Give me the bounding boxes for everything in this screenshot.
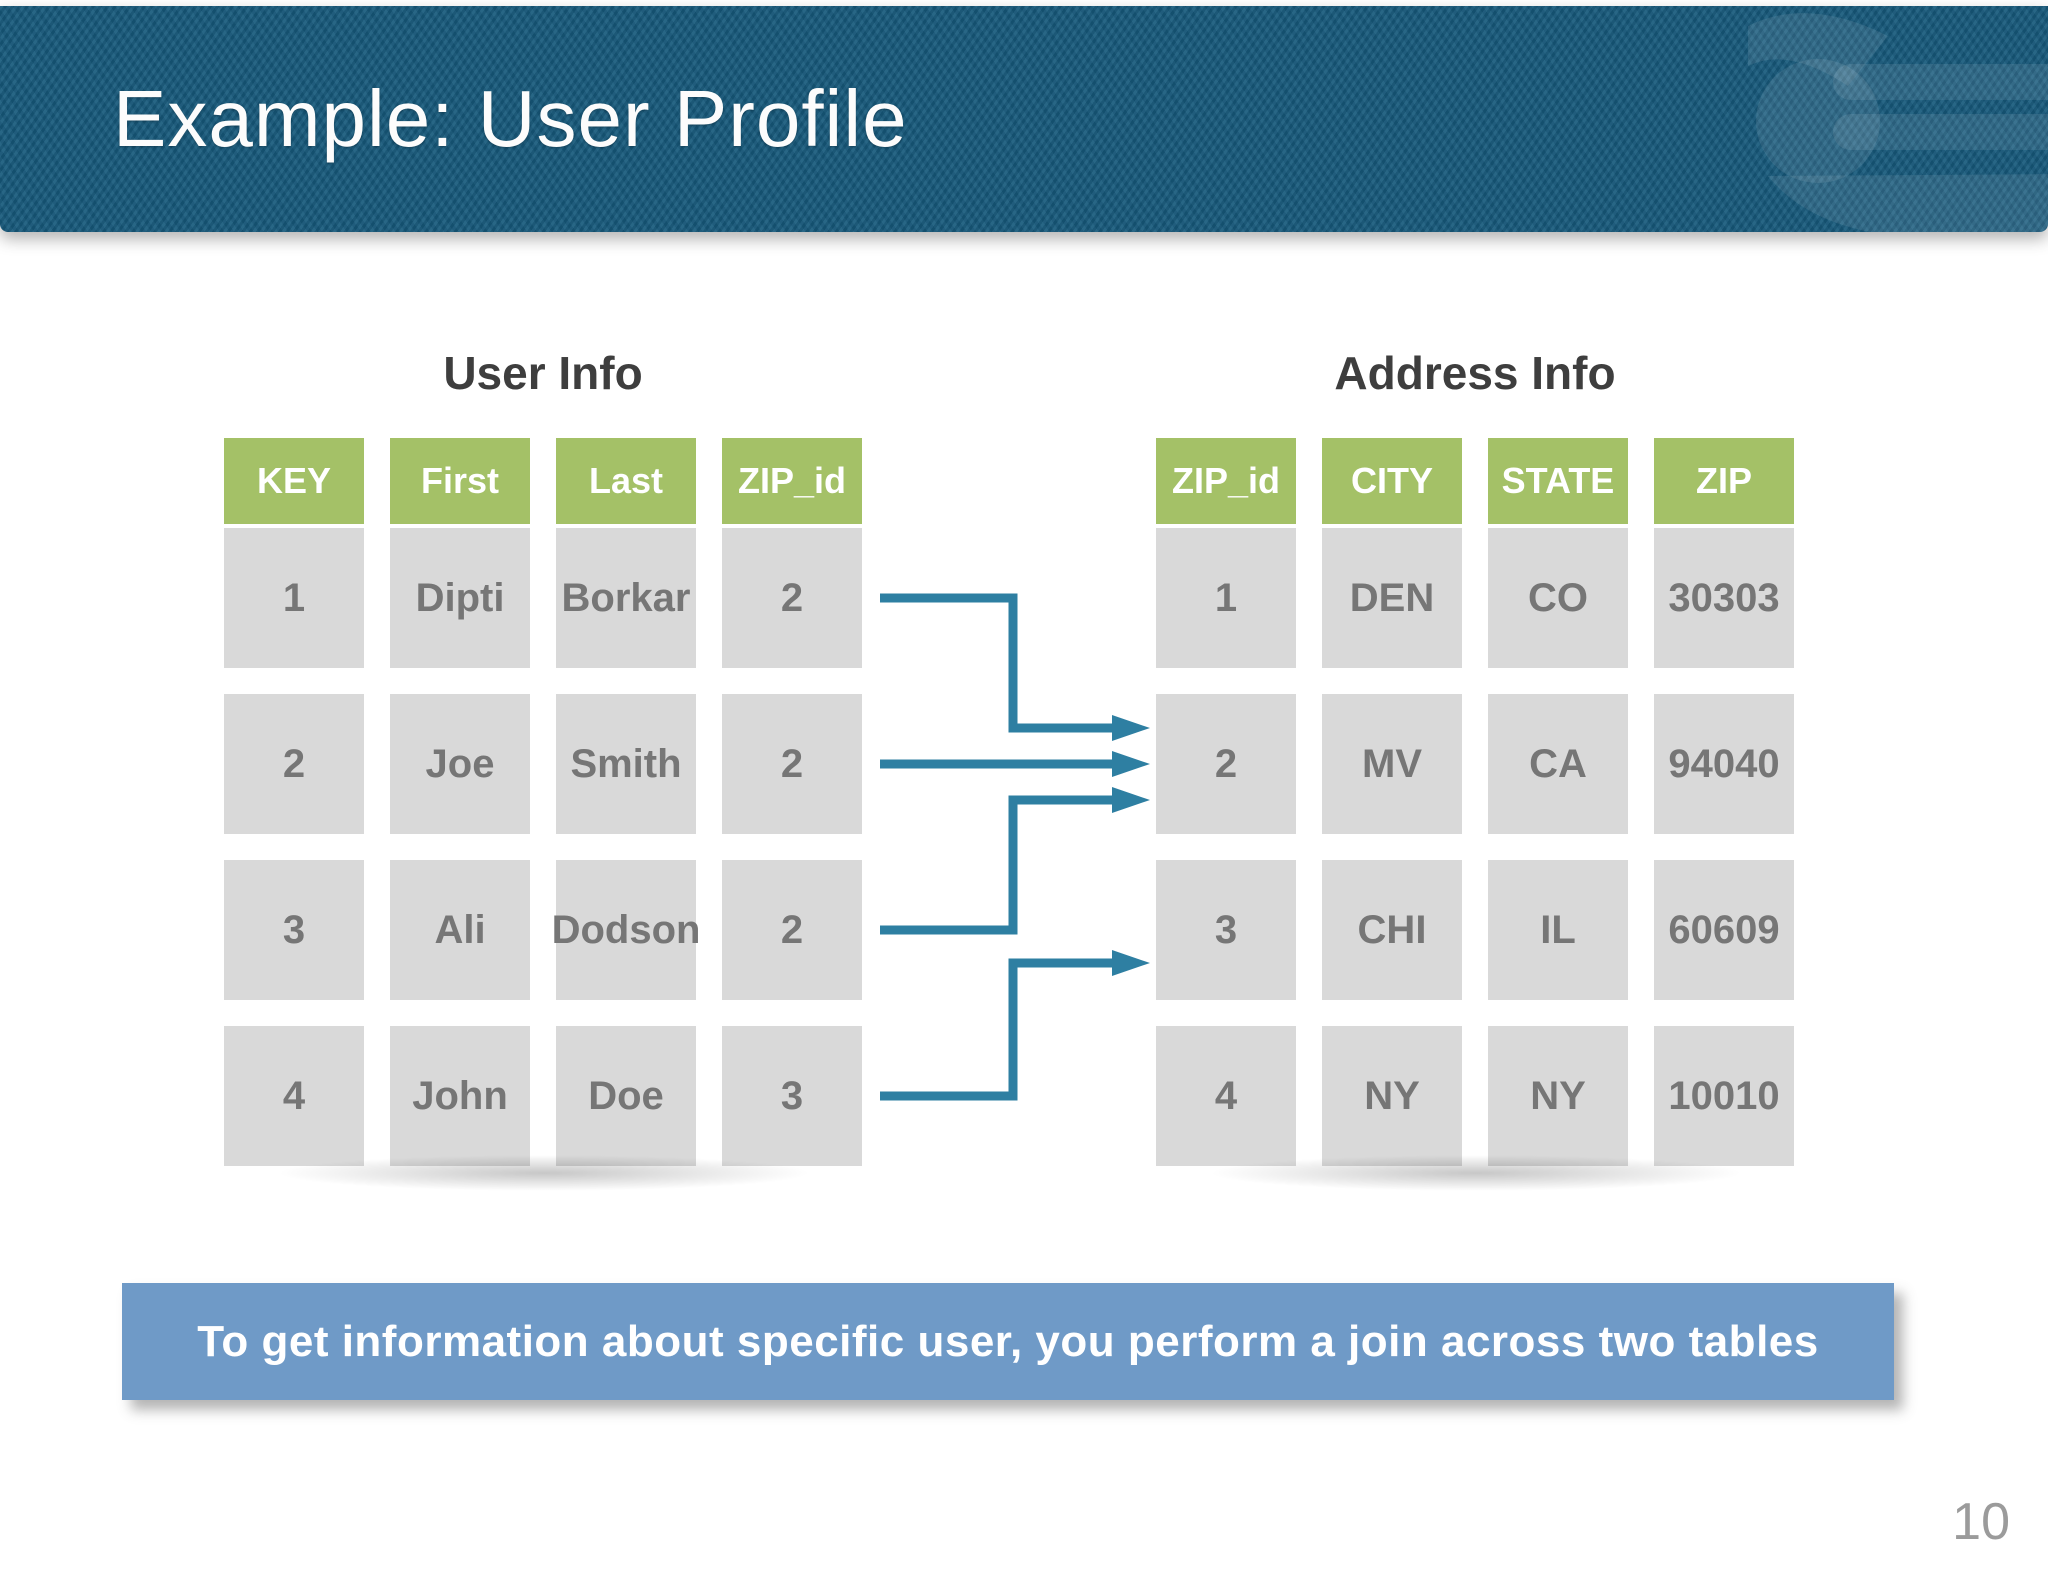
join-arrow — [880, 593, 1150, 741]
arrowhead-icon — [1112, 715, 1150, 741]
table-cell: MV — [1322, 694, 1462, 834]
join-arrow — [880, 751, 1150, 777]
table-cell: 3 — [1156, 860, 1296, 1000]
address-table-title: Address Info — [1334, 347, 1616, 399]
table-cell: 1 — [224, 528, 364, 668]
table-cell: 3 — [224, 860, 364, 1000]
join-arrow — [880, 787, 1150, 935]
table-cell: 2 — [722, 860, 862, 1000]
table-cell: NY — [1322, 1026, 1462, 1166]
table-cell: 60609 — [1654, 860, 1794, 1000]
table-cell: IL — [1488, 860, 1628, 1000]
couch-watermark-icon — [1748, 13, 2048, 232]
table-cell: CO — [1488, 528, 1628, 668]
column-header: Last — [556, 438, 696, 524]
table-cell: 2 — [224, 694, 364, 834]
table-cell: Doe — [556, 1026, 696, 1166]
table-cell: 30303 — [1654, 528, 1794, 668]
title-bar: Example: User Profile — [0, 6, 2048, 232]
table-cell: Joe — [390, 694, 530, 834]
table-cell: NY — [1488, 1026, 1628, 1166]
table-cell: Smith — [556, 694, 696, 834]
table-cell: 3 — [722, 1026, 862, 1166]
user-table-header-row: KEY First Last ZIP_id — [224, 438, 862, 524]
table-cell: Dodson — [552, 860, 700, 1000]
table-cell: DEN — [1322, 528, 1462, 668]
column-header: KEY — [224, 438, 364, 524]
user-table-title: User Info — [443, 347, 643, 399]
page-number: 10 — [1952, 1493, 2010, 1551]
table-cell: CHI — [1322, 860, 1462, 1000]
table-cell: 4 — [1156, 1026, 1296, 1166]
banner: To get information about specific user, … — [122, 1283, 1894, 1400]
arrowhead-icon — [1112, 787, 1150, 813]
banner-text: To get information about specific user, … — [197, 1316, 1819, 1366]
arrowhead-icon — [1112, 751, 1150, 777]
table-cell: John — [390, 1026, 530, 1166]
address-table-shadow — [1136, 1150, 1816, 1196]
table-cell: Borkar — [556, 528, 696, 668]
address-table-header-row: ZIP_id CITY STATE ZIP — [1156, 438, 1794, 524]
table-cell: 94040 — [1654, 694, 1794, 834]
table-cell: 2 — [722, 694, 862, 834]
column-header: First — [390, 438, 530, 524]
column-header: ZIP — [1654, 438, 1794, 524]
join-arrow — [880, 950, 1150, 1101]
table-cell: 10010 — [1654, 1026, 1794, 1166]
column-header: ZIP_id — [722, 438, 862, 524]
arrowhead-icon — [1112, 950, 1150, 976]
table-cell: CA — [1488, 694, 1628, 834]
table-cell: 2 — [722, 528, 862, 668]
table-cell: Ali — [390, 860, 530, 1000]
table-cell: 4 — [224, 1026, 364, 1166]
user-table-shadow — [204, 1150, 884, 1196]
column-header: STATE — [1488, 438, 1628, 524]
slide-title: Example: User Profile — [113, 74, 908, 163]
column-header: CITY — [1322, 438, 1462, 524]
table-cell: 1 — [1156, 528, 1296, 668]
table-cell: 2 — [1156, 694, 1296, 834]
column-header: ZIP_id — [1156, 438, 1296, 524]
table-cell: Dipti — [390, 528, 530, 668]
